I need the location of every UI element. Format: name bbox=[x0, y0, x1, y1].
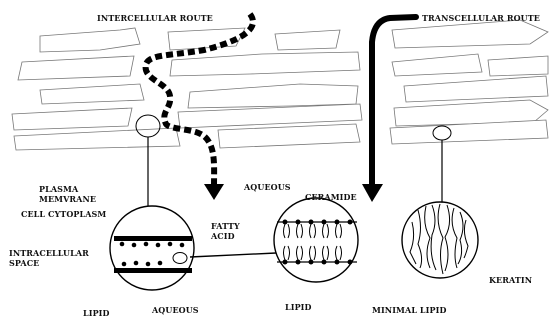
lipid-mid-label: LIPID bbox=[285, 302, 312, 312]
corneocyte-cell bbox=[18, 56, 134, 80]
corneocyte-layers bbox=[12, 20, 548, 150]
ceramide-label: CERAMIDE bbox=[305, 192, 357, 202]
keratin-zoom-circle bbox=[402, 202, 478, 278]
corneocyte-cell bbox=[275, 30, 340, 50]
corneocyte-cell bbox=[404, 76, 548, 102]
corneocyte-cell bbox=[12, 108, 132, 130]
corneocyte-cell bbox=[392, 54, 482, 76]
minimal-lipid-label: MINIMAL LIPID bbox=[372, 305, 447, 315]
plasma-membrane-label: PLASMA MEMVRANE bbox=[39, 184, 96, 204]
corneocyte-cell bbox=[188, 84, 358, 108]
lipid-bilayer-circle bbox=[274, 198, 358, 282]
transcellular-route-label: TRANSCELLULAR ROUTE bbox=[422, 13, 540, 23]
corneocyte-cell bbox=[40, 84, 144, 104]
corneocyte-cell bbox=[488, 56, 548, 76]
intracellular-space-label: INTRACELLULAR SPACE bbox=[9, 248, 89, 268]
corneocyte-cell bbox=[218, 124, 360, 148]
corneocyte-cell bbox=[14, 128, 180, 150]
corneocyte-cell bbox=[392, 20, 548, 48]
aqueous-top-label: AQUEOUS bbox=[244, 182, 291, 192]
membrane-zoom-circle bbox=[110, 206, 276, 290]
fatty-acid-label: FATTY ACID bbox=[211, 221, 240, 241]
corneocyte-cell bbox=[40, 28, 140, 52]
aqueous-bottom-label: AQUEOUS bbox=[152, 305, 199, 315]
intercellular-route-label: INTERCELLULAR ROUTE bbox=[97, 13, 213, 23]
corneocyte-cell bbox=[170, 52, 360, 76]
lipid-left-label: LIPID bbox=[83, 308, 110, 318]
keratin-label: KERATIN bbox=[489, 275, 532, 285]
cell-cytoplasm-label: CELL CYTOPLASM bbox=[21, 209, 106, 219]
